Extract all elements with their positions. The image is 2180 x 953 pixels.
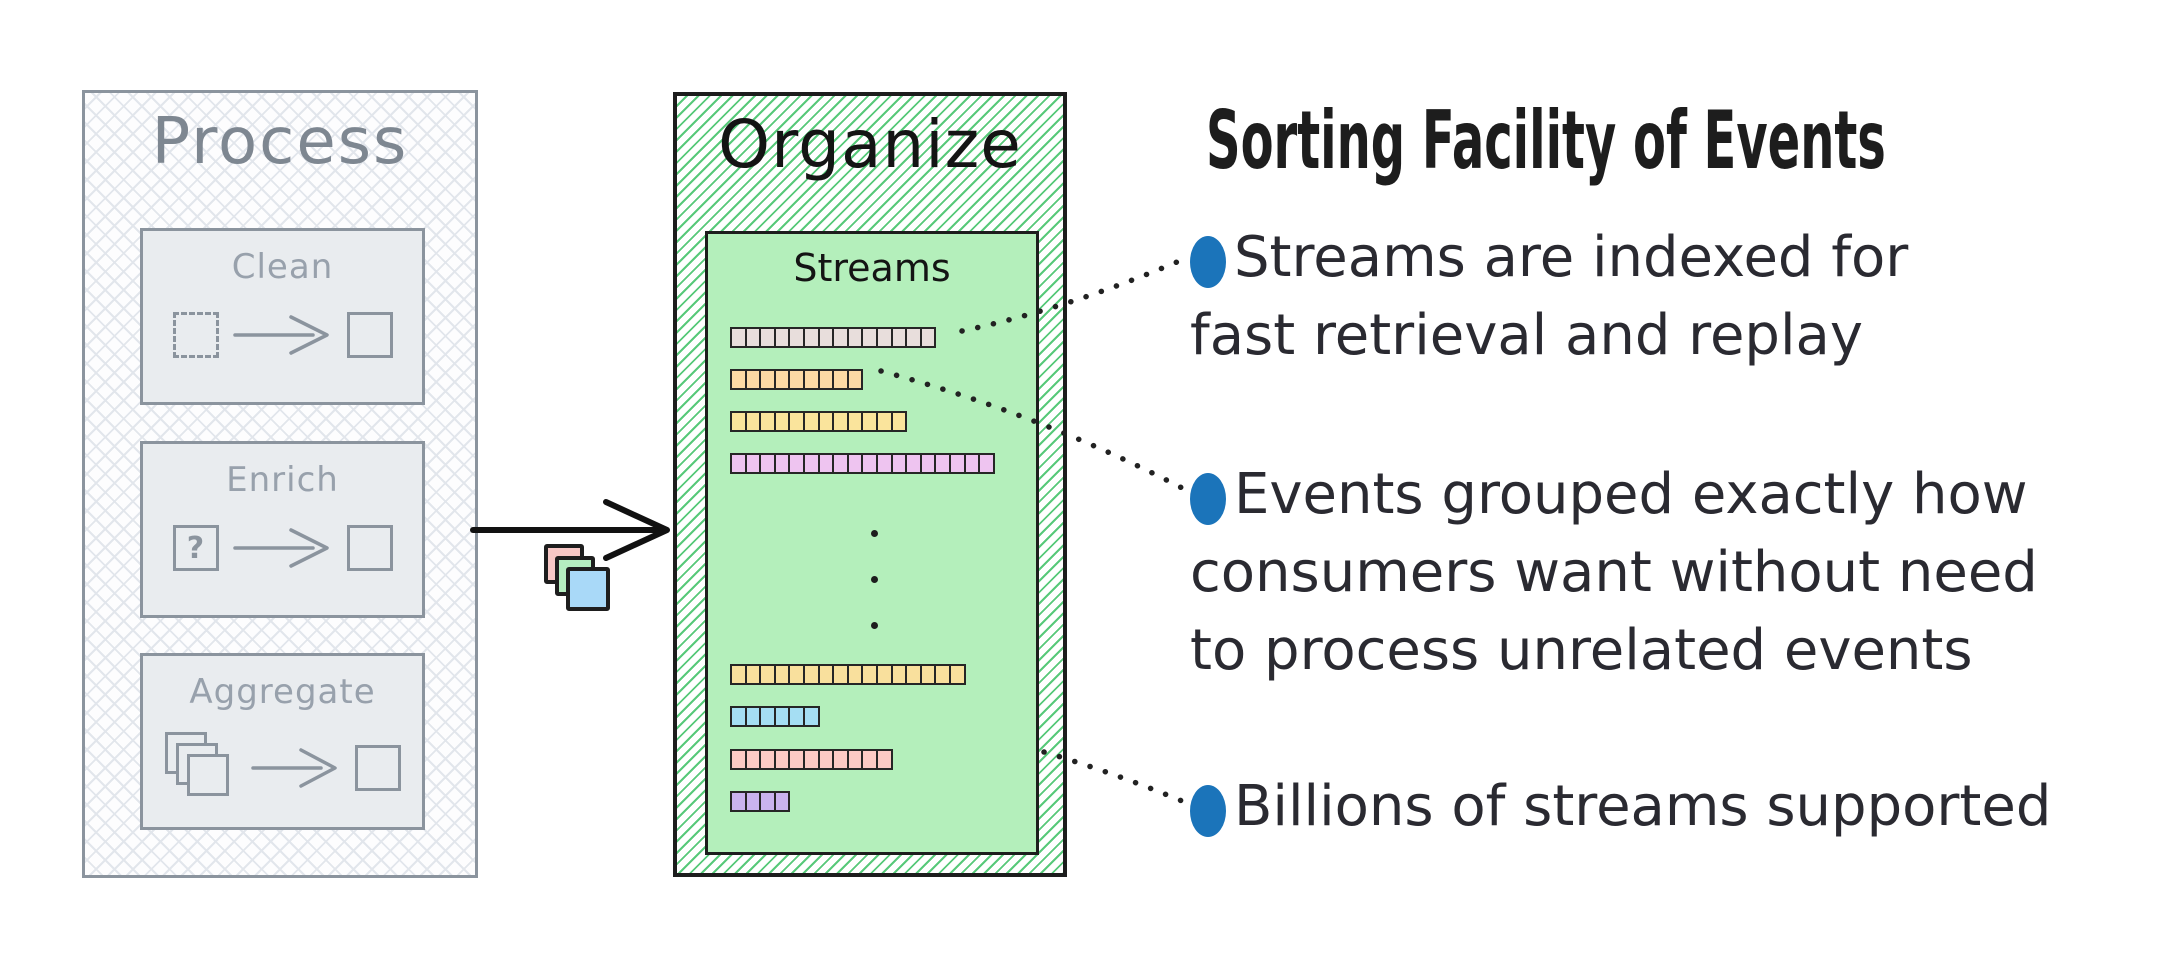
step-aggregate-label: Aggregate: [189, 672, 376, 712]
stream-segment: [875, 749, 893, 770]
right-arrow-icon: [232, 528, 329, 568]
ellipsis-dot: [871, 622, 878, 629]
stream-bar: [730, 664, 966, 685]
stream-bar: [730, 453, 995, 474]
callout-line: to process unrelated events: [1190, 618, 1973, 683]
square-icon: [346, 525, 393, 571]
transfer-square-blue: [566, 567, 610, 611]
stream-segment: [773, 791, 791, 812]
stream-bar: [730, 791, 791, 812]
stream-segment: [919, 327, 937, 348]
process-panel: Process Clean Enrich ? Aggregate: [82, 90, 478, 878]
ellipsis-dot: [871, 576, 878, 583]
callout-item-grouped: Events grouped exactly how consumers want…: [1190, 456, 2150, 690]
callout-line: fast retrieval and replay: [1190, 303, 1863, 368]
step-clean-label: Clean: [231, 247, 334, 287]
stream-bar: [730, 749, 893, 770]
streams-label: Streams: [793, 246, 951, 290]
callout-item-billions: Billions of streams supported: [1190, 768, 2150, 846]
streams-box: Streams: [705, 231, 1039, 855]
stream-bar: [730, 327, 937, 348]
ellipsis-dot: [871, 530, 878, 537]
enrich-transform-icon: ?: [172, 520, 393, 576]
callout-item-indexed: Streams are indexed for fast retrieval an…: [1190, 219, 2150, 375]
step-aggregate: Aggregate: [140, 653, 425, 830]
bullet-circle-icon: [1190, 785, 1226, 837]
square-icon: [346, 312, 393, 358]
callout-line: Events grouped exactly how: [1234, 462, 2028, 527]
stream-segment: [846, 369, 864, 390]
step-enrich-label: Enrich: [226, 460, 339, 500]
stacked-squares-icon: [164, 732, 237, 804]
stream-bar: [730, 706, 820, 727]
stream-segment: [802, 706, 820, 727]
process-panel-title: Process: [151, 105, 409, 179]
clean-transform-icon: [172, 307, 393, 363]
dashed-square-icon: [172, 312, 219, 358]
step-enrich: Enrich ?: [140, 441, 425, 618]
stream-bar: [730, 369, 864, 390]
organize-panel: Organize Streams: [673, 92, 1067, 877]
aggregate-transform-icon: [164, 732, 401, 804]
question-square-icon: ?: [172, 525, 219, 571]
bullet-circle-icon: [1190, 473, 1226, 525]
stream-segment: [948, 664, 966, 685]
square-icon: [354, 745, 401, 791]
bullet-circle-icon: [1190, 236, 1226, 288]
callout-line: Billions of streams supported: [1234, 774, 2052, 839]
stream-segment: [890, 411, 908, 432]
callouts-heading: Sorting Facility of Events: [1206, 94, 1886, 187]
callout-line: consumers want without need: [1190, 540, 2038, 605]
step-clean: Clean: [140, 228, 425, 405]
stream-segment: [978, 453, 995, 474]
organize-panel-title: Organize: [718, 106, 1022, 183]
stream-bar: [730, 411, 908, 432]
right-arrow-icon: [250, 748, 337, 788]
right-arrow-icon: [232, 315, 329, 355]
callout-line: Streams are indexed for: [1234, 225, 1909, 290]
